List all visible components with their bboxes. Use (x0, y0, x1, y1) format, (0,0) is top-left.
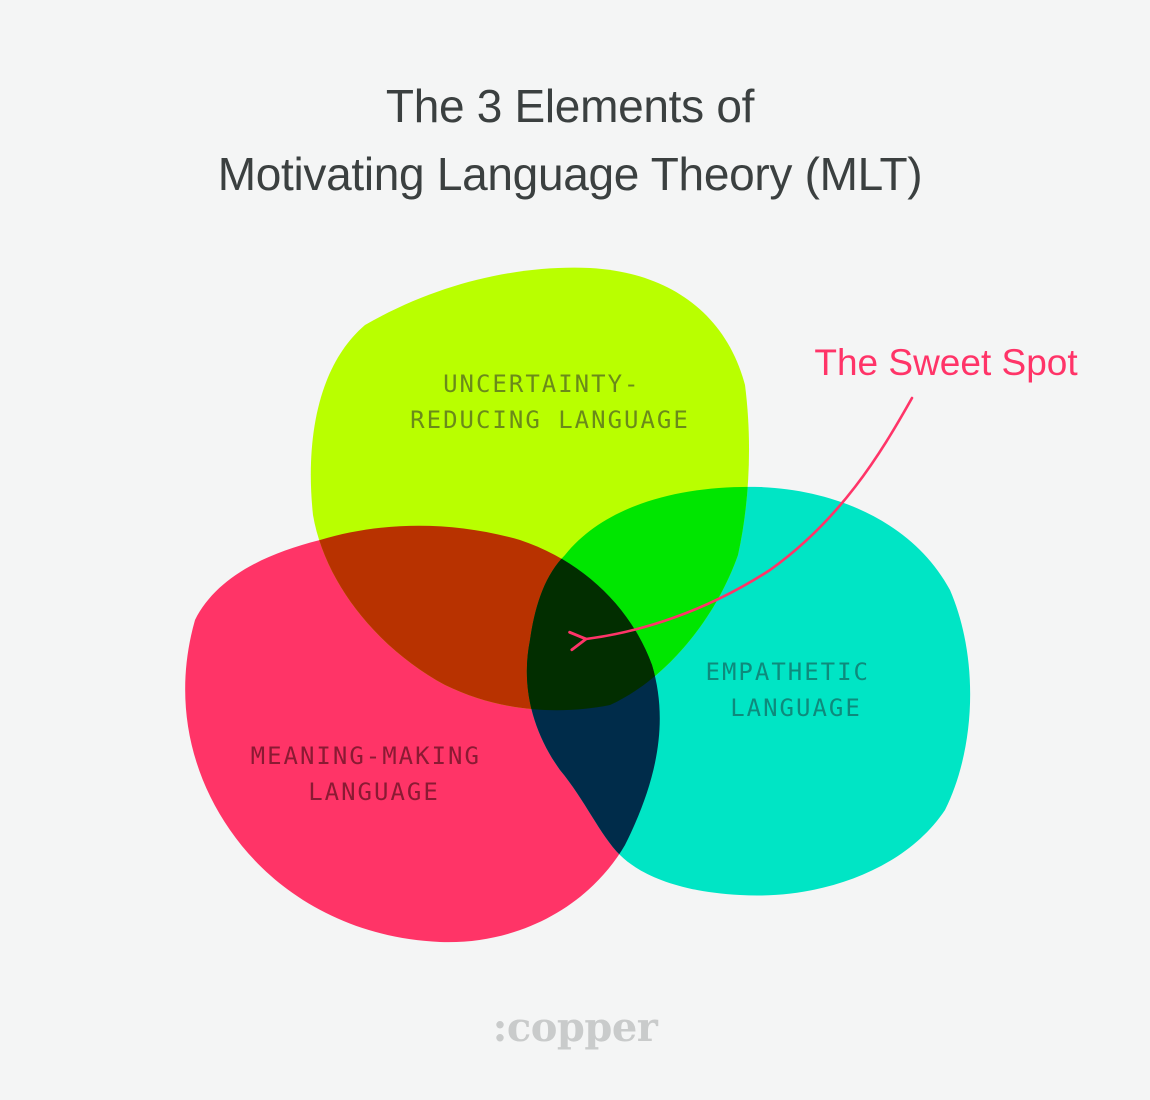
sweet-spot-arrow (568, 396, 914, 652)
uncertainty-label: UNCERTAINTY- REDUCING LANGUAGE (410, 370, 690, 434)
title-line-1: The 3 Elements of (385, 80, 755, 132)
title-line-2: Motivating Language Theory (MLT) (217, 148, 923, 200)
sweet-spot-label: The Sweet Spot (814, 342, 1078, 383)
copper-logo: :copper (492, 1004, 658, 1051)
meaning-making-label: MEANING-MAKING LANGUAGE (251, 742, 498, 806)
empathetic-label: EMPATHETIC LANGUAGE (706, 658, 887, 722)
page-title: The 3 Elements of Motivating Language Th… (0, 72, 1140, 208)
